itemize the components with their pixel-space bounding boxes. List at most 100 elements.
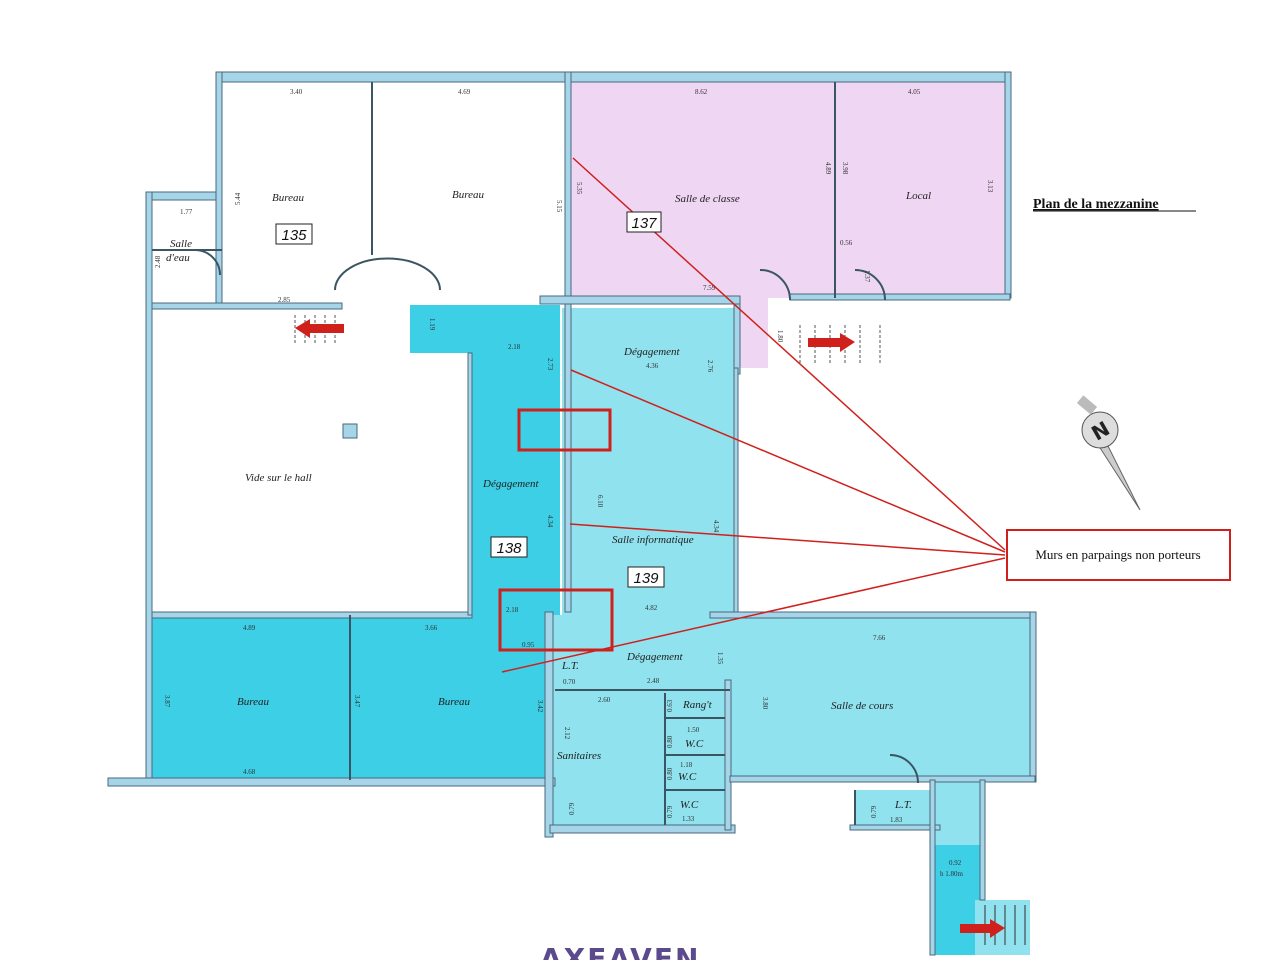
svg-text:4.36: 4.36: [646, 362, 659, 370]
svg-text:4.82: 4.82: [645, 604, 658, 612]
svg-text:1.19: 1.19: [428, 318, 436, 331]
compass-icon: N: [1076, 395, 1141, 511]
svg-text:3.13: 3.13: [986, 180, 994, 193]
room-number-box: [626, 211, 662, 233]
arrow-right-icon: [808, 333, 855, 352]
svg-text:3.40: 3.40: [290, 88, 303, 96]
wall-parpaing-center: [564, 71, 572, 613]
arrow-left-icon: [295, 319, 344, 338]
svg-text:0.80: 0.80: [666, 735, 674, 748]
svg-text:0.79: 0.79: [666, 805, 674, 818]
pillar: [342, 423, 358, 439]
room-number-box: [275, 223, 313, 245]
wall-top: [219, 71, 1011, 83]
room-label: Salle de classe: [675, 193, 740, 205]
svg-text:0.70: 0.70: [563, 678, 576, 686]
room-label: Salle informatique: [612, 534, 694, 546]
svg-text:1.83: 1.83: [890, 816, 903, 824]
svg-text:L.T.: L.T.: [561, 660, 579, 672]
svg-text:W.C: W.C: [685, 738, 704, 750]
svg-text:4.68: 4.68: [243, 768, 256, 776]
room-label: Bureau: [272, 192, 304, 204]
svg-text:2.48: 2.48: [154, 255, 162, 268]
room-bureau-area: [222, 82, 568, 305]
svg-text:0.80: 0.80: [666, 767, 674, 780]
svg-text:4.69: 4.69: [458, 88, 471, 96]
svg-text:5.35: 5.35: [575, 182, 583, 195]
svg-text:3.87: 3.87: [163, 695, 171, 708]
room-label: Bureau: [237, 696, 269, 708]
svg-text:Rang't: Rang't: [682, 699, 713, 711]
door-arc: [334, 257, 441, 291]
room-salle-classe-local: [570, 82, 1008, 298]
room-label: Dégagement: [623, 346, 681, 358]
callout-box: [1006, 529, 1231, 581]
svg-text:2.48: 2.48: [647, 677, 660, 685]
svg-text:7.59: 7.59: [703, 284, 716, 292]
svg-text:8.62: 8.62: [695, 88, 708, 96]
svg-text:3.47: 3.47: [353, 695, 361, 708]
wall-left: [145, 191, 153, 781]
svg-text:L.T.: L.T.: [894, 799, 912, 811]
room-label: Salle de cours: [831, 700, 893, 712]
room-138: [470, 353, 560, 615]
svg-text:4.34: 4.34: [546, 515, 554, 528]
svg-text:0.79: 0.79: [870, 805, 878, 818]
room-sanitaires: [550, 615, 730, 830]
svg-text:2.85: 2.85: [278, 296, 291, 304]
callout-arrow: [569, 523, 1006, 556]
svg-text:2.18: 2.18: [506, 606, 519, 614]
svg-text:1.33: 1.33: [682, 815, 695, 823]
svg-text:2.60: 2.60: [598, 696, 611, 704]
callout-arrow: [570, 369, 1006, 553]
svg-text:0.92: 0.92: [949, 859, 962, 867]
arrow-right-icon: [960, 919, 1005, 938]
room-label: Bureau: [438, 696, 470, 708]
svg-text:h 1.80m: h 1.80m: [940, 870, 964, 878]
svg-text:3.42: 3.42: [536, 700, 544, 713]
svg-text:d'eau: d'eau: [166, 252, 190, 264]
svg-text:7.66: 7.66: [873, 634, 886, 642]
plan-title: Plan de la mezzanine: [1033, 197, 1159, 212]
svg-text:Dégagement: Dégagement: [626, 651, 684, 663]
room-138-top: [410, 305, 560, 353]
room-139: [562, 308, 738, 615]
svg-text:3.80: 3.80: [761, 697, 769, 710]
room-label: Bureau: [452, 189, 484, 201]
svg-text:5.44: 5.44: [234, 192, 242, 205]
svg-text:2.12: 2.12: [563, 727, 571, 740]
svg-text:Sanitaires: Sanitaires: [557, 750, 601, 762]
callout-text: Murs en parpaings non porteurs: [1035, 547, 1200, 562]
svg-text:135: 135: [281, 227, 307, 244]
svg-text:5.15: 5.15: [555, 200, 563, 213]
svg-text:0.79: 0.79: [568, 802, 576, 815]
room-number-box: [627, 566, 665, 588]
svg-text:1.35: 1.35: [716, 652, 724, 665]
svg-text:6.10: 6.10: [596, 495, 604, 508]
svg-text:1.18: 1.18: [680, 761, 693, 769]
highlight-box-wall-1: [517, 408, 612, 452]
svg-text:W.C: W.C: [678, 771, 697, 783]
svg-text:1.37: 1.37: [863, 270, 871, 283]
svg-text:4.89: 4.89: [243, 624, 256, 632]
axeaven-logo: AXEAVEN: [540, 942, 700, 960]
room-label: Dégagement: [482, 478, 540, 490]
svg-text:139: 139: [633, 570, 659, 587]
svg-text:W.C: W.C: [680, 799, 699, 811]
room-label: Local: [905, 190, 931, 202]
room-salle-cours: [730, 615, 1030, 780]
svg-text:3.66: 3.66: [425, 624, 438, 632]
room-number-box: [490, 536, 528, 558]
svg-text:4.34: 4.34: [712, 520, 720, 533]
svg-text:137: 137: [631, 215, 657, 232]
svg-text:2.18: 2.18: [508, 343, 521, 351]
svg-text:2.73: 2.73: [546, 358, 554, 371]
svg-text:Salle: Salle: [170, 238, 192, 250]
highlight-box-wall-2: [498, 588, 614, 652]
svg-text:3.98: 3.98: [841, 162, 849, 175]
svg-text:4.05: 4.05: [908, 88, 921, 96]
room-label: Vide sur le hall: [245, 472, 312, 484]
svg-text:0.56: 0.56: [840, 239, 853, 247]
svg-text:2.76: 2.76: [706, 360, 714, 373]
